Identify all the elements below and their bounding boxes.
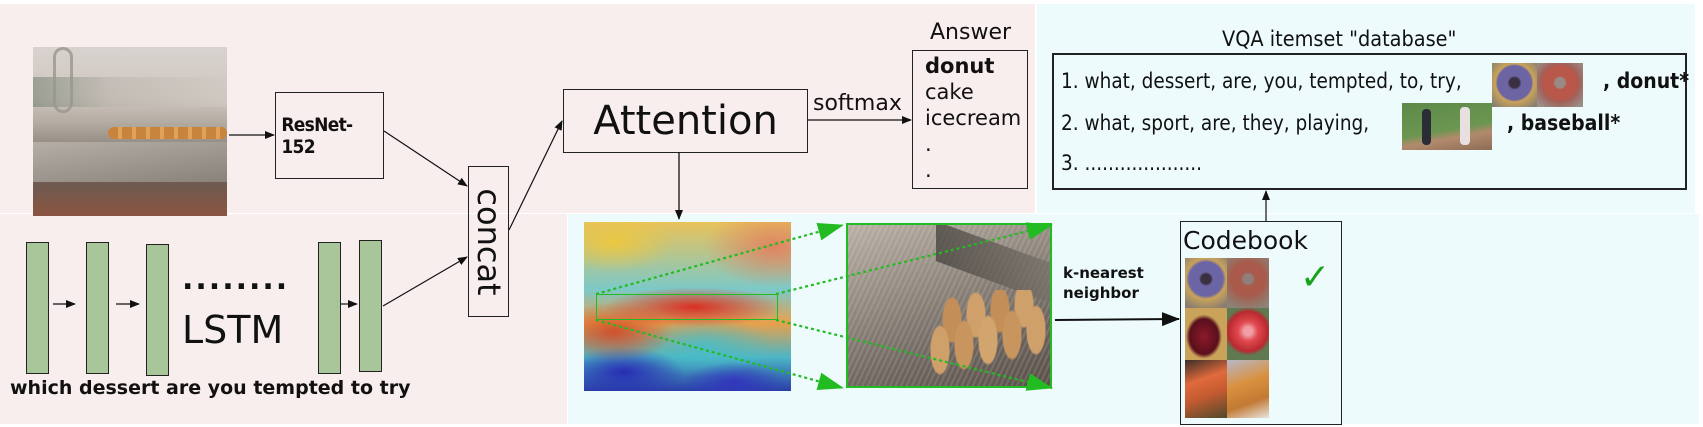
lstm-cell-3 <box>146 244 169 376</box>
codebook-box: Codebook ✓ <box>1180 221 1342 425</box>
codebook-cell-purple-donut <box>1185 258 1227 308</box>
database-row-2: 2. what, sport, are, they, playing, , ba… <box>1061 103 1681 150</box>
attention-label: Attention <box>593 98 778 144</box>
input-image <box>33 47 227 216</box>
codebook-title: Codebook <box>1183 226 1308 255</box>
row-1-question: 1. what, dessert, are, you, tempted, to,… <box>1061 69 1462 93</box>
answer-item-ellipsis-1: . <box>925 132 932 156</box>
resnet-box: ResNet-152 <box>275 92 384 179</box>
answer-item-icecream: icecream <box>925 106 1022 130</box>
attention-region-box <box>596 294 778 320</box>
check-mark-icon: ✓ <box>1300 257 1331 298</box>
lstm-cell-5 <box>359 240 382 372</box>
database-box: 1. what, dessert, are, you, tempted, to,… <box>1052 53 1689 190</box>
lstm-ellipsis: ........ <box>182 262 290 297</box>
database-row-1: 1. what, dessert, are, you, tempted, to,… <box>1061 63 1689 107</box>
row-3-text: 3. .................... <box>1061 151 1202 175</box>
thumb-purple-donut <box>1492 63 1537 107</box>
codebook-cell-red-pear <box>1185 308 1227 360</box>
database-title: VQA itemset "database" <box>1222 27 1457 51</box>
thumb-glazed-donut <box>1537 63 1583 107</box>
codebook-cell-sliced-fish <box>1185 360 1227 418</box>
concat-box: concat <box>468 166 509 317</box>
panel-vqa-database <box>1037 4 1695 213</box>
lstm-cell-4 <box>318 242 341 374</box>
knn-label-line2: neighbor <box>1063 284 1139 302</box>
knn-label: k-nearest neighbor <box>1063 263 1144 303</box>
row-2-question: 2. what, sport, are, they, playing, <box>1061 111 1370 135</box>
answer-title: Answer <box>930 20 1012 45</box>
zoomed-region <box>846 223 1052 388</box>
row-1-answer: , donut* <box>1603 69 1690 93</box>
answer-item-donut: donut <box>925 54 995 78</box>
lstm-label: LSTM <box>182 308 284 352</box>
codebook-cell-red-apple <box>1227 308 1269 360</box>
codebook-cell-pastry <box>1227 360 1269 418</box>
row-2-answer: , baseball* <box>1507 111 1621 135</box>
attention-box: Attention <box>563 89 808 153</box>
knn-label-line1: k-nearest <box>1063 264 1144 282</box>
answer-item-cake: cake <box>925 80 974 104</box>
resnet-label: ResNet-152 <box>281 113 353 158</box>
codebook-cell-glazed-donut <box>1227 258 1269 308</box>
thumb-baseball-players <box>1402 103 1492 150</box>
database-row-3: 3. .................... <box>1061 147 1681 181</box>
attention-heatmap <box>584 222 791 391</box>
softmax-label: softmax <box>813 91 902 116</box>
lstm-cell-1 <box>26 242 49 374</box>
question-text: which dessert are you tempted to try <box>10 377 411 399</box>
answer-item-ellipsis-2: . <box>925 158 932 182</box>
answer-box: donut cake icecream . . <box>912 50 1028 189</box>
lstm-cell-2 <box>86 242 109 374</box>
